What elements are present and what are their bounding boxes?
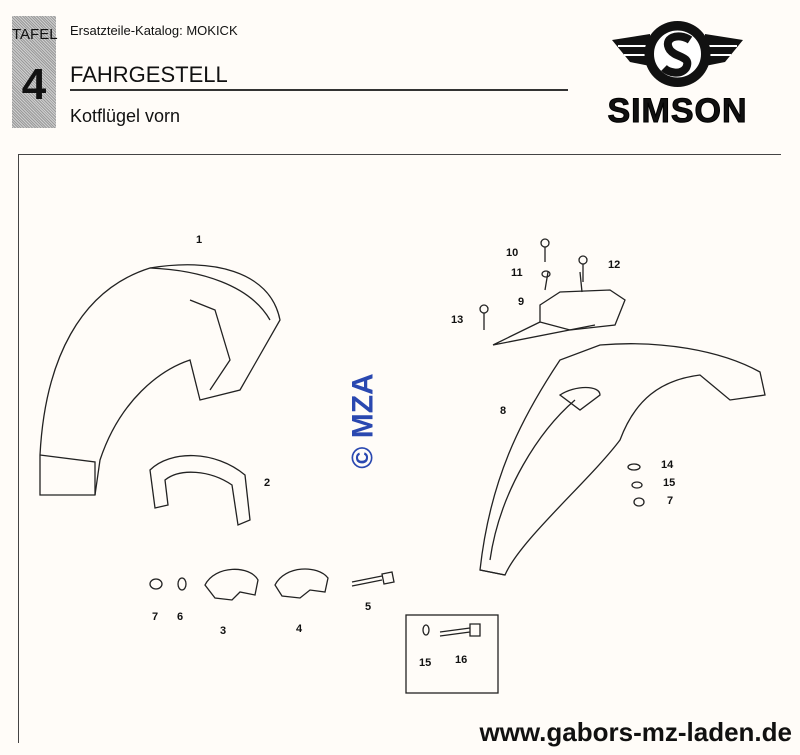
title-rule [70, 89, 568, 91]
part-label-7b: 7 [667, 495, 674, 507]
brand-name: SIMSON [607, 92, 748, 131]
bolt-5-drawing [351, 571, 395, 587]
part-label-4: 4 [296, 623, 303, 635]
washer-15-drawing [631, 481, 643, 489]
part-label-5: 5 [365, 601, 372, 613]
part-label-3: 3 [220, 625, 227, 637]
footer-url[interactable]: www.gabors-mz-laden.de [479, 717, 792, 747]
tafel-number: 4 [21, 60, 47, 109]
clamp-4-drawing [274, 568, 329, 599]
front-fender-1-drawing [39, 264, 281, 496]
part-label-14: 14 [661, 459, 674, 471]
part-label-12: 12 [608, 259, 621, 271]
part-label-6: 6 [177, 611, 184, 623]
part-label-8: 8 [500, 405, 507, 417]
bolt-16-drawing [439, 623, 481, 637]
part-label-1: 1 [196, 234, 203, 246]
subtitle: Kotflügel vorn [70, 106, 181, 126]
front-fender-8-drawing [479, 343, 766, 576]
washer-6-drawing [177, 577, 187, 591]
tafel-label: TAFEL [12, 26, 58, 43]
part-label-15b: 15 [419, 657, 432, 669]
kit-box [405, 614, 499, 694]
washer-14-drawing [627, 463, 641, 471]
section-title: FAHRGESTELL [70, 62, 228, 87]
tafel-box [12, 16, 56, 128]
nut-7b-drawing [633, 497, 645, 507]
washer-15b-drawing [422, 624, 430, 636]
catalog-title: Ersatzteile-Katalog: MOKICK [70, 23, 238, 38]
diagram-frame [18, 154, 781, 743]
part-label-11: 11 [511, 267, 523, 279]
bracket-9-drawing [479, 238, 626, 346]
part-label-7: 7 [152, 611, 159, 623]
part-label-2: 2 [264, 477, 271, 489]
part-label-10: 10 [506, 247, 519, 259]
part-label-15: 15 [663, 477, 676, 489]
part-label-16: 16 [455, 654, 468, 666]
simson-logo-icon [612, 21, 743, 87]
watermark: © MZA [346, 373, 380, 469]
bracket-2-drawing [149, 454, 251, 526]
clamp-3-drawing [204, 568, 259, 601]
nut-7-drawing [149, 578, 163, 590]
part-label-9: 9 [518, 296, 525, 308]
part-label-13: 13 [451, 314, 464, 326]
